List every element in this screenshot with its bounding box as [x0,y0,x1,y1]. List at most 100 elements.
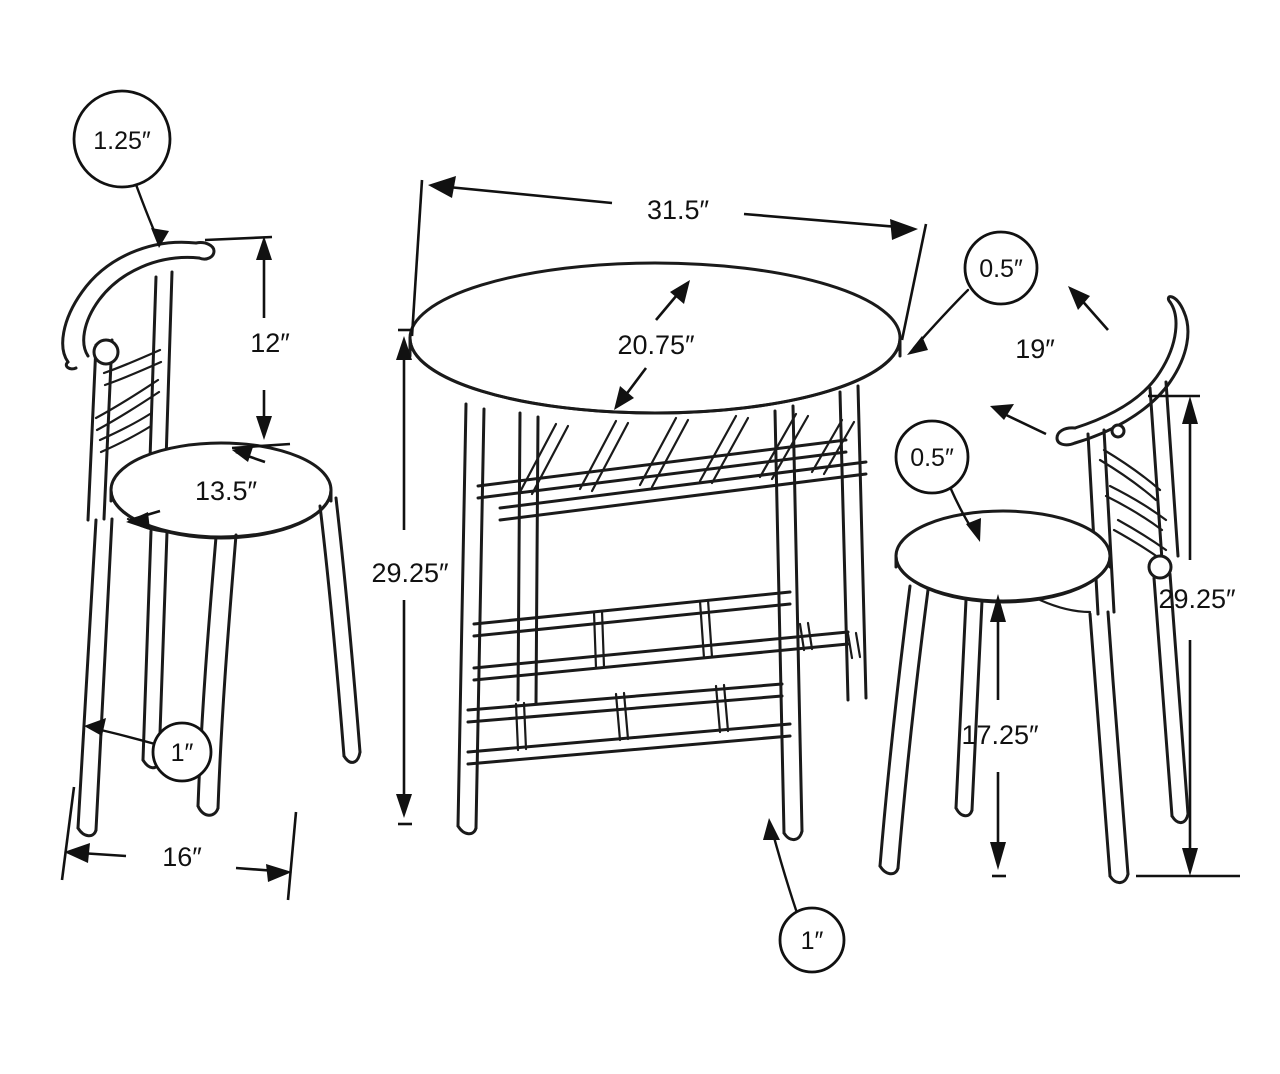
table-thickness-label: 0.5″ [979,255,1023,283]
dim-right-seat-height: 17.25″ [961,594,1039,878]
table-leg-label: 1″ [801,927,824,955]
left-12-arrow-down [256,416,272,440]
table-mid-divider-2a [698,599,706,660]
dim-right-seat-thickness-callout: 0.5″ [894,419,981,542]
table-leg-callout-bubble [778,906,846,974]
table-2075-arrow-down [614,386,634,410]
table-rack-rail-top-b [476,450,848,500]
table-rack-rail-top-c [498,460,868,510]
left-chair-leg-foot-right [342,750,362,764]
right-chair-foot-right [1170,812,1190,824]
table-rack-diagonal-1a [518,422,558,494]
table-mid-rail-c [472,630,850,670]
left-chair-slat-mid-b [95,390,161,432]
table-2925-arrow-up [396,336,412,360]
table-mid-rail-a [472,590,792,626]
left-chair-back-post-a [148,275,158,461]
table-2925-arrow-down [396,794,412,818]
right-chair-back-post-a [1086,432,1100,616]
right-chair-back-post-c [1148,386,1164,562]
table-315-ext-right [900,223,928,341]
left-chair-leg-front-left-b [94,517,114,832]
table-top-thickness-sides [408,336,902,358]
dim-left-seat-diameter: 13.5″ [126,444,266,530]
table-leg-back-right-b [856,384,868,700]
left-chair-slat-low [98,412,152,442]
right-chair-seat-thickness [894,554,1112,569]
left-tube-label: 1.25″ [93,127,151,155]
right-19-line-lower [999,410,1047,436]
table-rack-diagonal-6b [822,420,856,476]
left-leg-callout-bubble [151,721,213,783]
table-low-divider-2a [614,692,622,742]
right-chair [878,295,1190,884]
table-rack-diagonal-1b [530,424,570,496]
table-315-line-right [743,212,899,229]
right-1725-arrow-up [990,594,1006,622]
right-chair-seat-edge [894,554,1112,604]
right-chair-slat-upper-b [1098,458,1158,502]
dim-table-thickness-callout: 0.5″ [907,230,1039,355]
left-chair-slat-upper-b [103,360,163,387]
dim-table-width: 20.75″ [614,280,695,410]
table-315-arrow-right [890,219,918,240]
left-chair [61,240,362,838]
left-chair-leg-front-left-a [76,518,98,830]
left-chair-slat-mid [94,378,160,420]
left-seat-arrow-a [232,444,254,462]
table-thick-arrowhead [907,336,928,355]
table-leg-back-left-a [516,411,522,702]
left-chair-leg-back-a [141,529,153,762]
table-rack-diagonal-2a [578,419,618,491]
table-2075-arrow-up [670,280,690,304]
table-rack-diagonal-3b [650,418,690,489]
left-chair-leg-right-b [334,496,362,754]
left-base-width-label: 16″ [162,842,202,872]
table-right-shelf-edge-a [846,632,854,660]
left-16-arrow-right [266,864,292,882]
table-mid-divider-2b [706,598,714,659]
dim-table-leg-callout: 1″ [763,818,846,974]
table-mid-divider-3b [806,621,814,651]
left-chair-seat-edge [109,488,333,540]
table-height-label: 29.25″ [371,558,449,588]
left-12-ext-top [204,235,273,242]
right-19-arrow-lower [990,404,1014,420]
left-chair-back-rail-inner [82,255,201,358]
table-foot-fr [782,829,804,841]
right-chair-back-rail-inner [1073,310,1190,445]
right-chair-back-rail-outer [1073,300,1178,430]
right-seat-height-label: 17.25″ [961,720,1039,750]
dim-right-chair-height: 29.25″ [1136,394,1240,878]
right-chair-leg-right-b [1168,572,1190,816]
right-chair-leg-back-b [970,599,984,812]
right-chair-back-post-d [1164,380,1180,558]
left-chair-rail-end [64,360,78,371]
left-16-ext-left [60,786,76,881]
right-2925-arrow-up [1182,396,1198,424]
right-chair-slat-low-b [1112,528,1164,562]
right-chair-rail-end [1167,295,1186,314]
left-chair-leg-front-right-b [216,533,238,810]
left-chair-slat-upper [102,348,162,375]
table-rack-diagonal-5a [758,412,798,479]
table-low-divider-2b [622,691,630,741]
dim-left-leg-callout: 1″ [84,718,213,783]
table-315-arrow-left [428,176,456,198]
left-seat-arrow-b [126,512,150,530]
left-tube-arrowhead [151,228,169,248]
left-chair-back-post-c [86,343,98,522]
left-12-ext-bottom [231,442,291,450]
left-16-arrow-left [64,843,90,863]
left-chair-leg-foot-fl [76,826,98,838]
right-1725-arrow-down [990,842,1006,870]
table-low-divider-1b [522,701,528,751]
table-low-divider-1a [514,702,520,752]
dim-right-backrest-width: 19″ [990,286,1109,436]
right-19-arrow-upper [1068,286,1090,310]
left-chair-leg-foot-fr [196,804,220,817]
right-chair-foot-fl [878,864,900,876]
left-chair-joint-knob [92,338,120,366]
table-foot-fl [456,824,478,836]
table-low-divider-3a [714,684,722,734]
